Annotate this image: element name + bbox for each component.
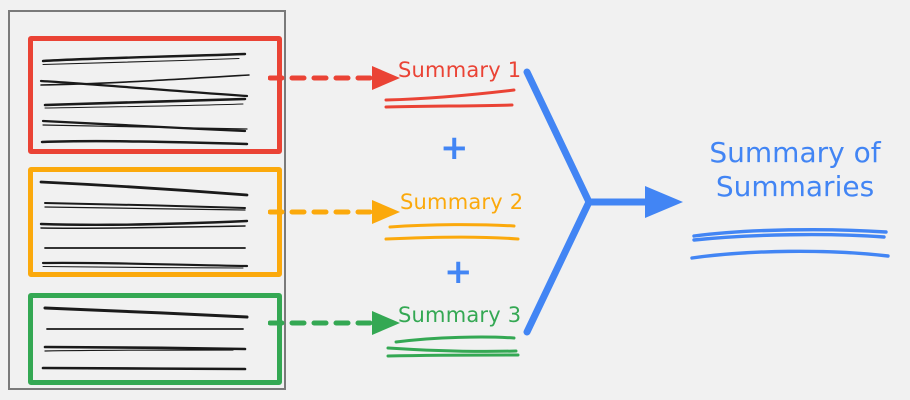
final-summary-title-line-2: Summaries <box>715 170 875 204</box>
dashed-arrow-red <box>268 66 400 90</box>
summary-label-1: Summary 1 <box>398 58 522 82</box>
plus-operator-1: + <box>440 128 469 168</box>
final-summary-title-line-1: Summary of <box>709 136 881 169</box>
document-box-red[interactable] <box>28 36 282 154</box>
document-text-lines-red <box>39 52 250 146</box>
document-text-lines-green <box>41 306 249 371</box>
summary-underline-green <box>386 335 520 358</box>
source-documents-container <box>8 10 286 390</box>
summary-underline-red <box>384 88 516 109</box>
dashed-arrow-orange <box>268 200 400 224</box>
summary-label-2: Summary 2 <box>400 190 524 214</box>
summary-label-3: Summary 3 <box>398 303 522 327</box>
final-summary-title: Summary of Summaries <box>690 136 900 204</box>
final-summary-underline <box>690 227 890 260</box>
document-text-lines-orange <box>39 180 249 269</box>
summary-underline-orange <box>384 223 520 241</box>
document-box-green[interactable] <box>28 293 282 385</box>
merge-arrow-blue <box>523 68 683 336</box>
plus-operator-2: + <box>444 252 473 292</box>
document-box-orange[interactable] <box>28 167 282 277</box>
dashed-arrow-green <box>268 311 400 335</box>
